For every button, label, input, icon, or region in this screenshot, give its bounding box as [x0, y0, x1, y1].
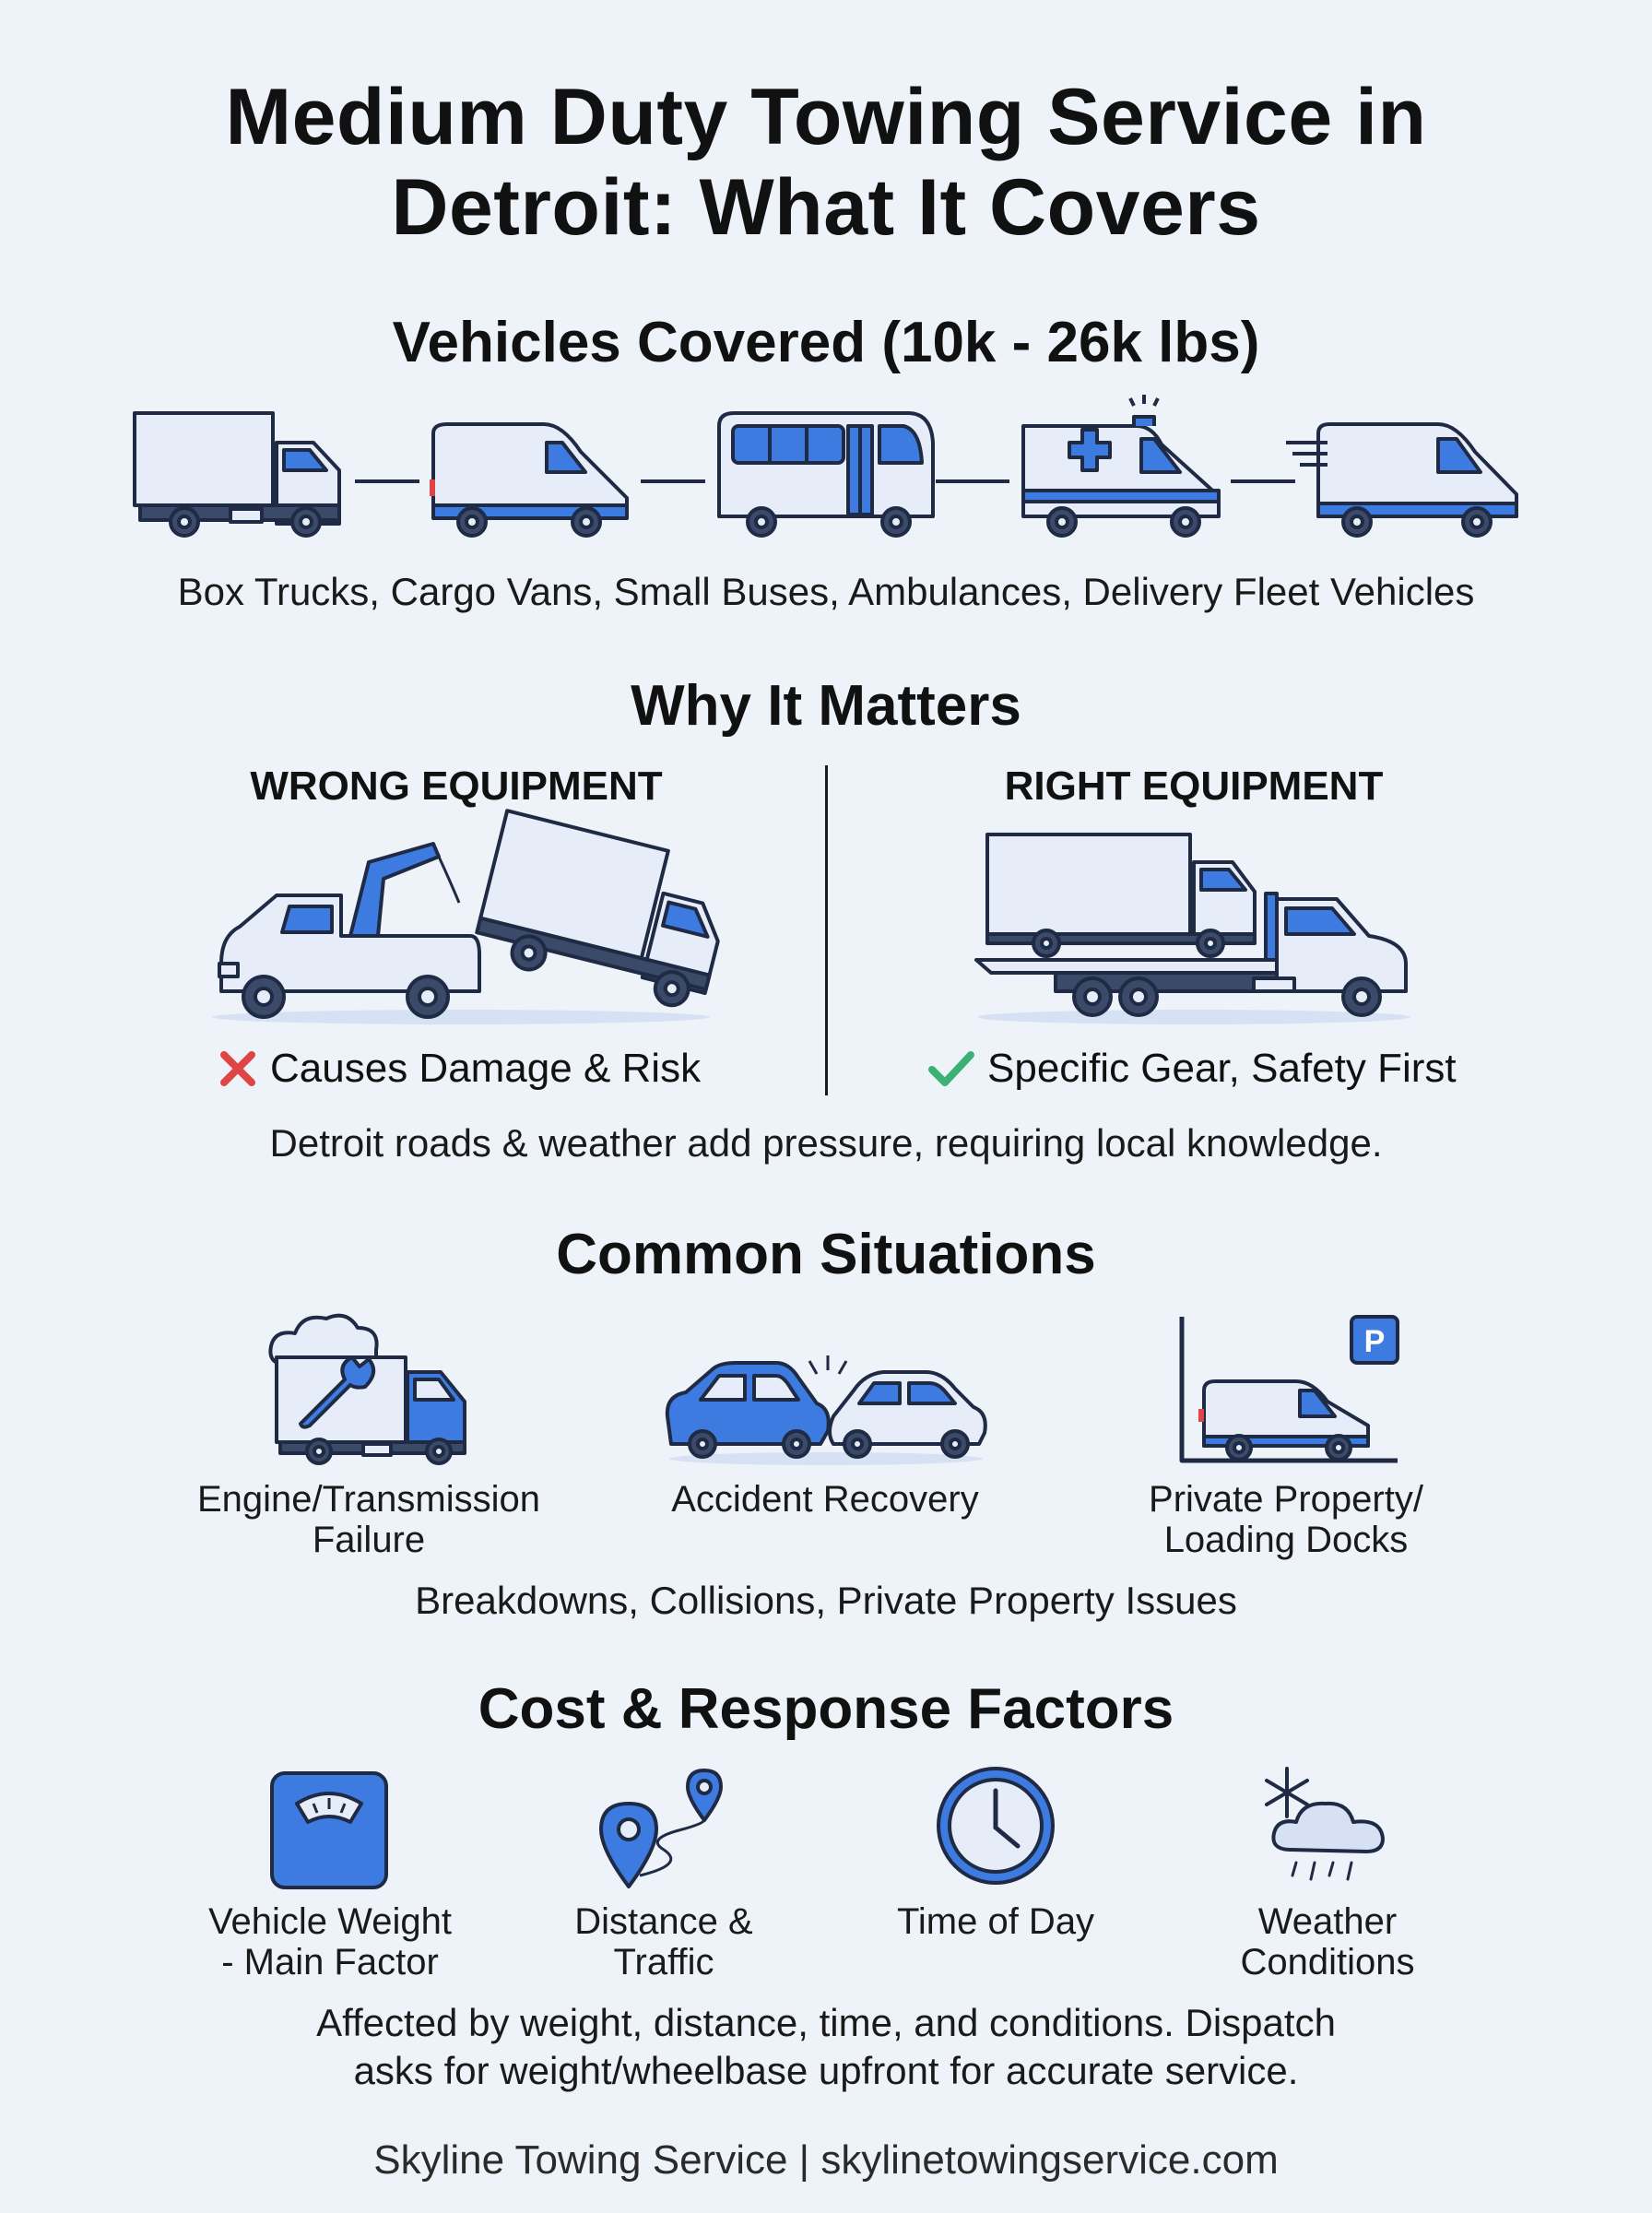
- page-title: Medium Duty Towing Service in Detroit: W…: [225, 73, 1427, 252]
- situations-heading: Common Situations: [556, 1223, 1096, 1286]
- costs-heading: Cost & Response Factors: [478, 1677, 1174, 1741]
- parking-van-icon: P: [1179, 1315, 1399, 1463]
- right-tow-illustration: [974, 833, 1410, 1024]
- wrong-status: Causes Damage & Risk: [217, 1046, 701, 1092]
- vehicles-caption: Box Trucks, Cargo Vans, Small Buses, Amb…: [177, 570, 1475, 613]
- ambulance-icon: [1021, 395, 1221, 538]
- situations-summary: Breakdowns, Collisions, Private Property…: [415, 1579, 1237, 1622]
- cost-label-distance: Distance & Traffic: [574, 1901, 753, 1982]
- box-truck-icon: [133, 411, 341, 538]
- wrong-tow-illustration: [212, 809, 720, 1024]
- truck-wrench-icon: [268, 1313, 466, 1465]
- delivery-van-icon: [1286, 422, 1518, 538]
- vehicles-row: [133, 395, 1518, 538]
- why-note: Detroit roads & weather add pressure, re…: [269, 1121, 1383, 1165]
- small-bus-icon: [717, 411, 935, 538]
- wrong-equipment-label: WRONG EQUIPMENT: [250, 763, 663, 809]
- snow-cloud-icon: [1265, 1767, 1385, 1881]
- situation-label-property: Private Property/ Loading Docks: [1149, 1479, 1423, 1560]
- right-status: Specific Gear, Safety First: [926, 1046, 1457, 1092]
- svg-text:P: P: [1364, 1324, 1386, 1359]
- x-mark-icon: [220, 1051, 255, 1086]
- cost-label-weather: Weather Conditions: [1240, 1901, 1415, 1982]
- costs-summary: Affected by weight, distance, time, and …: [316, 2001, 1336, 2092]
- map-pin-route-icon: [599, 1769, 723, 1888]
- cargo-van-icon: [430, 422, 629, 538]
- situation-label-accident: Accident Recovery: [671, 1479, 979, 1520]
- why-heading: Why It Matters: [631, 674, 1021, 738]
- cost-label-time: Time of Day: [896, 1901, 1095, 1942]
- clock-icon: [937, 1767, 1055, 1885]
- collision-icon: [665, 1355, 987, 1465]
- wrong-status-text: Causes Damage & Risk: [270, 1046, 702, 1091]
- footer-text: Skyline Towing Service | skylinetowingse…: [373, 2137, 1279, 2183]
- vehicles-heading: Vehicles Covered (10k - 26k lbs): [392, 311, 1260, 374]
- situation-label-engine: Engine/Transmission Failure: [196, 1479, 540, 1560]
- cost-label-weight: Vehicle Weight - Main Factor: [208, 1901, 452, 1982]
- check-mark-icon: [928, 1051, 974, 1086]
- scale-icon: [270, 1771, 388, 1889]
- column-divider: [825, 765, 828, 1095]
- right-equipment-label: RIGHT EQUIPMENT: [1004, 763, 1384, 809]
- right-status-text: Specific Gear, Safety First: [987, 1046, 1457, 1091]
